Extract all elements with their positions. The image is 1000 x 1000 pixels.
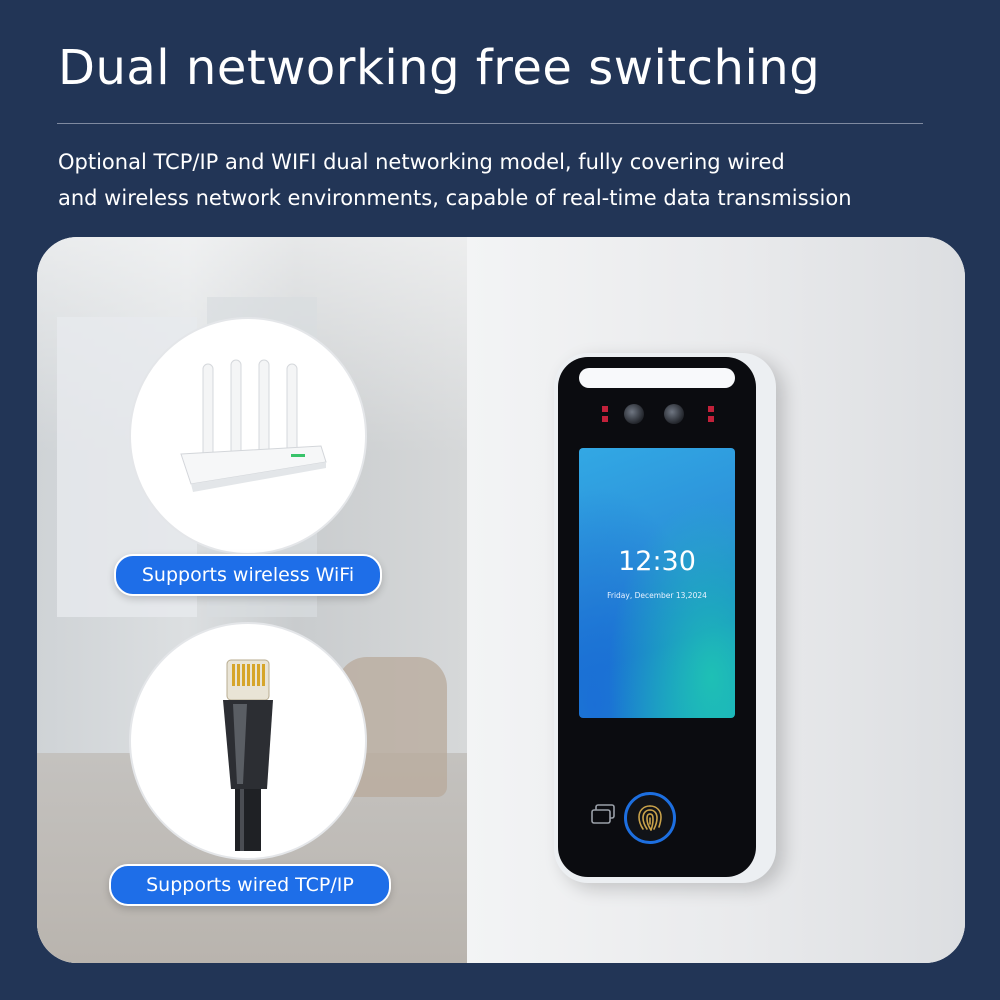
fingerprint-sensor-icon[interactable]: [624, 792, 676, 844]
feature-wifi-label: Supports wireless WiFi: [114, 554, 382, 596]
wifi-router-bubble: [129, 317, 367, 555]
fill-light-bar: [579, 368, 735, 388]
camera-icon: [624, 404, 644, 424]
description-line-1: Optional TCP/IP and WIFI dual networking…: [58, 150, 785, 174]
ethernet-cable-bubble: [129, 622, 367, 860]
ethernet-cable-icon: [223, 659, 273, 851]
title-divider: [57, 123, 923, 124]
page-description: Optional TCP/IP and WIFI dual networking…: [58, 144, 918, 216]
camera-icon: [664, 404, 684, 424]
feature-wired-label: Supports wired TCP/IP: [109, 864, 391, 906]
screen-date: Friday, December 13,2024: [607, 591, 707, 600]
ir-sensor-icon: [708, 406, 714, 422]
page-title: Dual networking free switching: [58, 40, 821, 96]
product-panel: Supports wireless WiFi Supports wired TC…: [37, 237, 965, 963]
device-screen[interactable]: 12:30 Friday, December 13,2024: [579, 448, 735, 718]
screen-clock: 12:30: [618, 546, 696, 577]
card-reader-icon: [591, 804, 615, 824]
description-line-2: and wireless network environments, capab…: [58, 186, 852, 210]
device-front: 12:30 Friday, December 13,2024: [558, 357, 756, 877]
face-recognition-terminal: 12:30 Friday, December 13,2024: [554, 353, 776, 883]
ir-sensor-icon: [602, 406, 608, 422]
router-icon: [180, 359, 327, 492]
